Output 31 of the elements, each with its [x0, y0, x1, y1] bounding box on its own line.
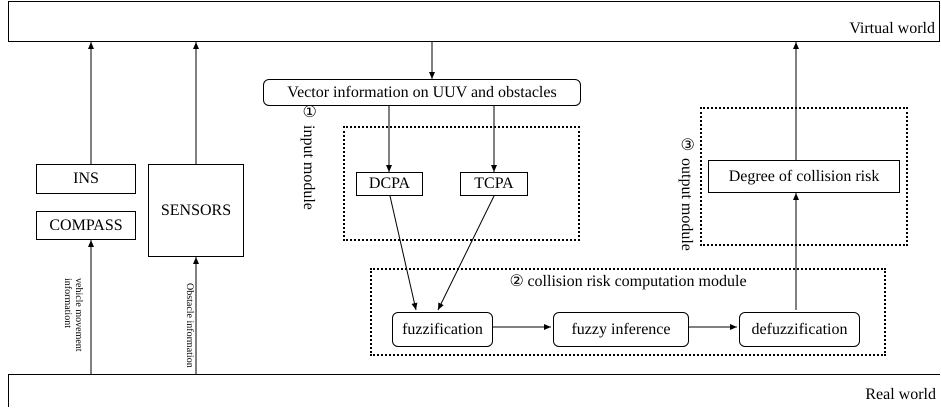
arrow [686, 324, 738, 330]
arrow [490, 324, 552, 330]
component-box: COMPASS [36, 211, 136, 240]
component-box: INS [36, 164, 136, 194]
process-box: fuzzy inference [553, 312, 689, 347]
component-box: SENSORS [148, 164, 244, 257]
arrow [429, 42, 435, 80]
band-title: Real world [865, 385, 936, 405]
edge-label: Obstacle information [184, 283, 195, 370]
component-box: TCPA [460, 172, 528, 196]
arrow [438, 196, 494, 310]
arrow [193, 42, 199, 164]
arrow [793, 192, 799, 310]
module-frame [370, 268, 886, 356]
arrow [793, 42, 799, 160]
process-box: defuzzification [739, 312, 860, 347]
arrow [491, 106, 497, 172]
arrow [88, 240, 94, 374]
module-heading: ③ output module [678, 135, 694, 251]
component-box: DCPA [356, 172, 423, 196]
arrow [88, 42, 94, 164]
band-title: Virtual world [849, 19, 935, 39]
arrow [390, 196, 418, 310]
module-heading: ② collision risk computation module [508, 272, 748, 292]
arrow [386, 106, 392, 172]
process-box: fuzzification [392, 312, 493, 347]
component-box: Degree of collision risk [708, 160, 900, 193]
arrow [193, 256, 199, 374]
edge-label: vehicle movement informationt [62, 278, 84, 354]
world-band [8, 1, 940, 42]
process-box: Vector information on UUV and obstacles [263, 79, 581, 106]
